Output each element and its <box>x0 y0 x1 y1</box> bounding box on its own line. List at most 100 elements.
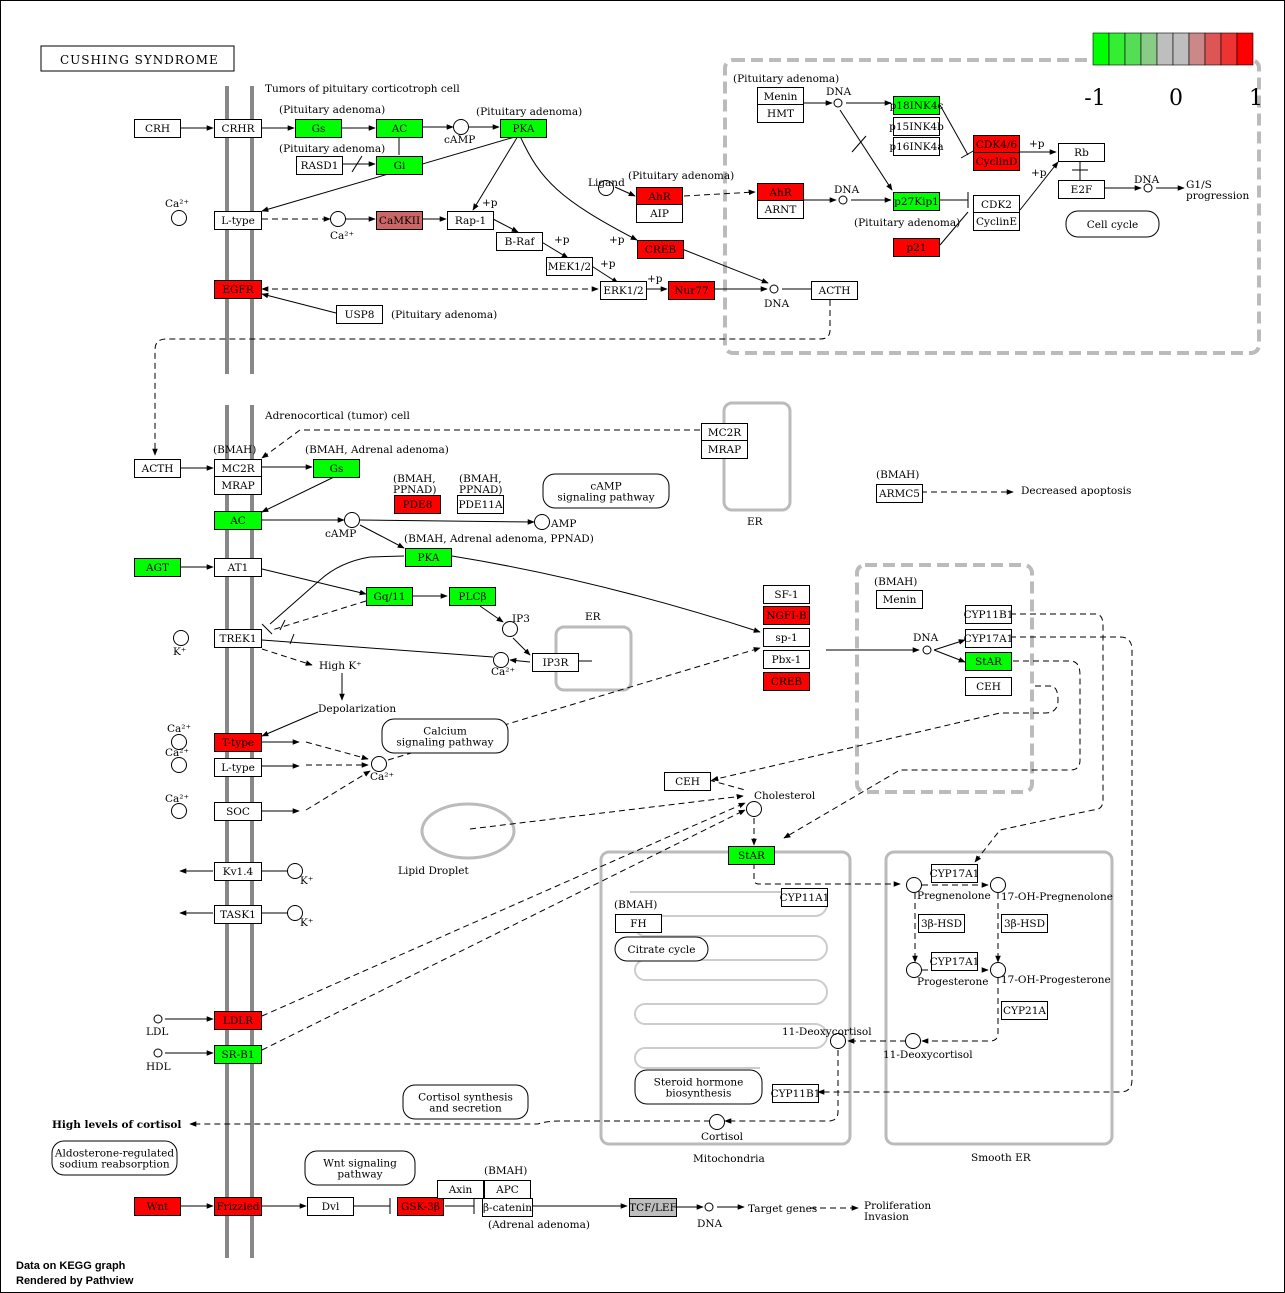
gene-node[interactable]: AC <box>214 511 262 530</box>
pathway-box[interactable] <box>51 1140 178 1176</box>
gene-node[interactable]: AIP <box>636 204 683 223</box>
gene-node[interactable]: PKA <box>500 119 547 138</box>
gene-node[interactable]: CEH <box>664 772 711 791</box>
gene-node[interactable]: CRH <box>134 119 181 138</box>
gene-node-box[interactable] <box>313 459 360 478</box>
gene-node[interactable]: CYP11B1 <box>771 1084 821 1103</box>
gene-node-box[interactable] <box>600 281 647 300</box>
gene-node[interactable]: Nur77 <box>668 281 715 300</box>
gene-node[interactable]: PDE8 <box>394 495 441 514</box>
gene-node[interactable]: Dvl <box>307 1197 354 1216</box>
gene-node[interactable]: StAR <box>965 652 1012 671</box>
gene-node[interactable]: PKA <box>405 548 452 567</box>
gene-node-box[interactable] <box>701 440 748 459</box>
gene-node-box[interactable] <box>214 558 262 577</box>
gene-node-box[interactable] <box>397 1197 444 1216</box>
gene-node-box[interactable] <box>893 238 940 257</box>
gene-node-box[interactable] <box>366 587 413 606</box>
gene-node[interactable]: TCF/LEF <box>629 1198 677 1217</box>
gene-node[interactable]: Gi <box>376 156 423 175</box>
gene-node[interactable]: MC2R <box>701 423 748 442</box>
gene-node-box[interactable] <box>973 212 1020 231</box>
pathway-box[interactable] <box>304 1150 416 1186</box>
gene-node[interactable]: FH <box>615 914 662 933</box>
gene-node[interactable]: StAR <box>728 846 775 865</box>
gene-node-box[interactable] <box>664 772 711 791</box>
gene-node[interactable]: ARNT <box>757 200 804 219</box>
gene-node-box[interactable] <box>893 192 940 211</box>
gene-node-box[interactable] <box>214 119 262 138</box>
pathway-link[interactable]: Citrate cycle <box>614 936 709 962</box>
gene-node-box[interactable] <box>447 211 494 230</box>
gene-node-box[interactable] <box>893 96 940 115</box>
gene-node[interactable]: CYP11A1 <box>780 888 830 907</box>
gene-node-box[interactable] <box>482 1198 533 1217</box>
gene-node[interactable]: CyclinE <box>973 212 1020 231</box>
gene-node-box[interactable] <box>307 1197 354 1216</box>
gene-node[interactable]: Gq/11 <box>366 587 413 606</box>
gene-node[interactable]: Rap-1 <box>447 211 494 230</box>
gene-node-box[interactable] <box>637 240 684 259</box>
gene-node[interactable]: p27Kip1 <box>893 192 940 211</box>
gene-node-box[interactable] <box>296 156 343 175</box>
gene-node[interactable]: MC2R <box>214 459 262 478</box>
gene-node[interactable]: β-catenin <box>482 1198 533 1217</box>
gene-node-box[interactable] <box>336 305 383 324</box>
gene-node-box[interactable] <box>214 905 262 924</box>
gene-node[interactable]: SOC <box>214 802 262 821</box>
gene-node[interactable]: CYP17A1 <box>964 629 1014 648</box>
gene-node-box[interactable] <box>532 653 579 672</box>
gene-node-box[interactable] <box>918 914 965 933</box>
gene-node-box[interactable] <box>757 200 804 219</box>
gene-node[interactable]: CRHR <box>214 119 262 138</box>
gene-node[interactable]: ERK1/2 <box>600 281 647 300</box>
gene-node-box[interactable] <box>763 672 810 691</box>
gene-node-box[interactable] <box>893 117 940 136</box>
gene-node-box[interactable] <box>615 914 662 933</box>
gene-node[interactable]: AhR <box>757 183 804 202</box>
gene-node[interactable]: MEK1/2 <box>546 257 593 276</box>
gene-node-box[interactable] <box>295 119 342 138</box>
pathway-box[interactable] <box>381 718 509 754</box>
gene-node[interactable]: EGFR <box>214 280 262 299</box>
gene-node-box[interactable] <box>1058 180 1105 199</box>
gene-node-box[interactable] <box>214 862 262 881</box>
gene-node-box[interactable] <box>973 152 1020 171</box>
gene-node[interactable]: Gs <box>313 459 360 478</box>
gene-node[interactable]: E2F <box>1058 180 1105 199</box>
pathway-box[interactable] <box>634 1069 763 1105</box>
gene-node[interactable]: MRAP <box>701 440 748 459</box>
gene-node-box[interactable] <box>965 677 1012 696</box>
gene-node[interactable]: Kv1.4 <box>214 862 262 881</box>
gene-node-box[interactable] <box>449 587 496 606</box>
gene-node-box[interactable] <box>1001 914 1048 933</box>
gene-node[interactable]: Menin <box>757 87 804 106</box>
gene-node-box[interactable] <box>931 952 978 971</box>
gene-node[interactable]: SR-B1 <box>214 1045 262 1064</box>
gene-node[interactable]: GSK-3β <box>397 1197 444 1216</box>
gene-node[interactable]: 3β-HSD <box>918 914 965 933</box>
pathway-link[interactable]: Cell cycle <box>1065 210 1160 238</box>
gene-node[interactable]: AC <box>376 119 423 138</box>
gene-node[interactable]: Gs <box>295 119 342 138</box>
gene-node-box[interactable] <box>437 1180 484 1199</box>
gene-node[interactable]: p21 <box>893 238 940 257</box>
gene-node-box[interactable] <box>931 864 978 883</box>
gene-node-box[interactable] <box>876 484 923 503</box>
gene-node[interactable]: ACTH <box>134 459 181 478</box>
gene-node[interactable]: p18INK4c <box>890 96 944 115</box>
gene-node-box[interactable] <box>214 211 262 230</box>
gene-node[interactable]: CREB <box>637 240 684 259</box>
gene-node-box[interactable] <box>1001 1001 1048 1020</box>
gene-node[interactable]: PLCβ <box>449 587 496 606</box>
gene-node-box[interactable] <box>134 558 181 577</box>
gene-node-box[interactable] <box>214 1045 262 1064</box>
gene-node[interactable]: TREK1 <box>214 629 262 648</box>
gene-node-box[interactable] <box>376 211 423 230</box>
gene-node[interactable]: Frizzled <box>214 1197 262 1216</box>
